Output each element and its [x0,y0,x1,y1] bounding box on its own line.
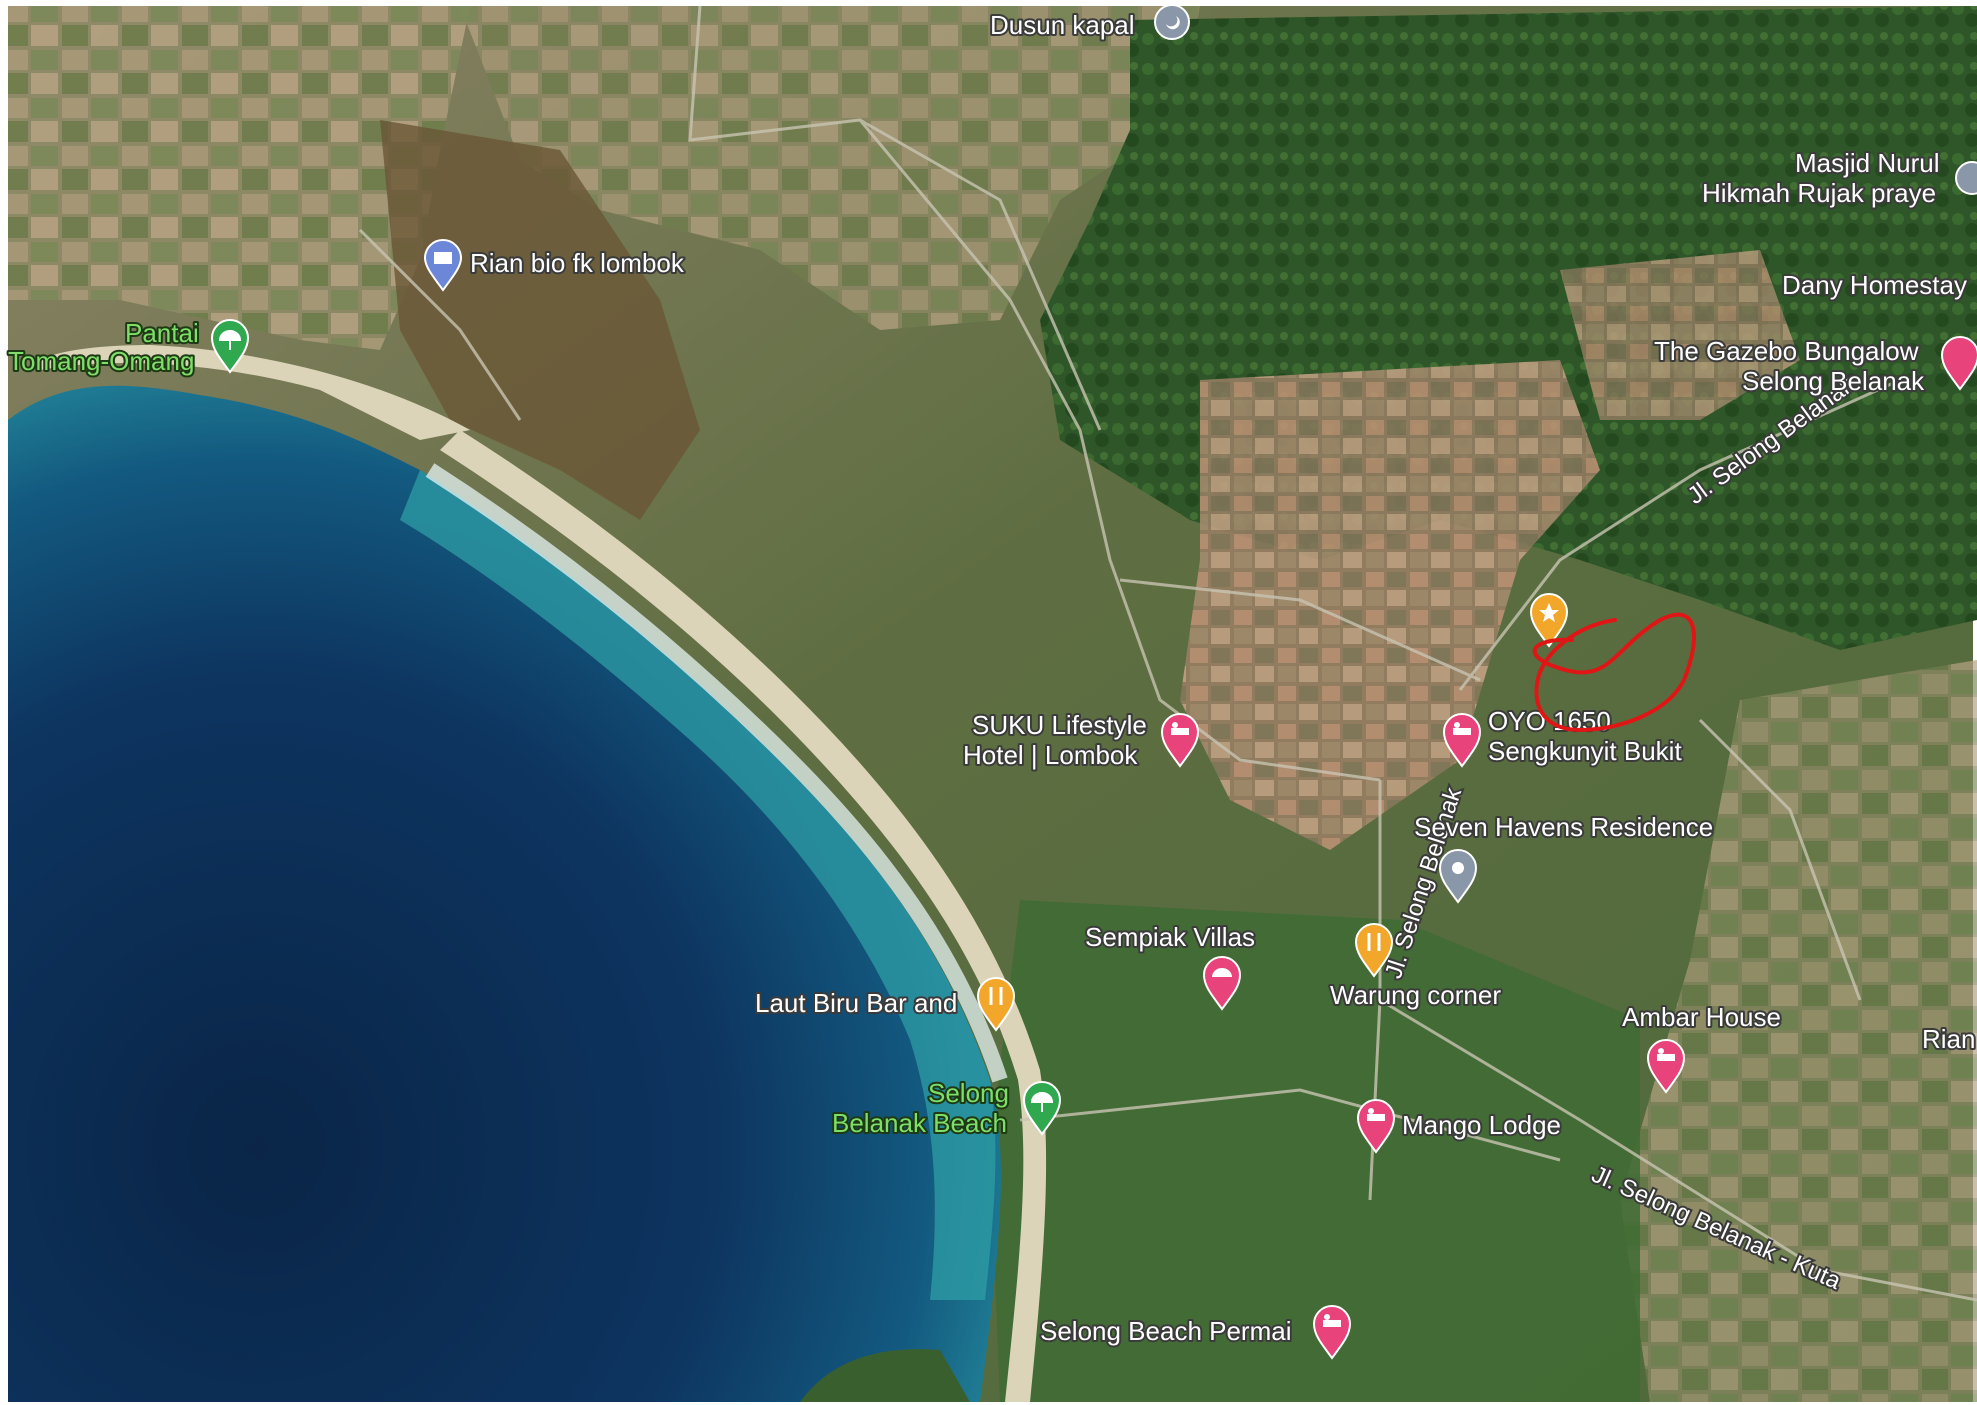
bed-icon [1646,1039,1686,1094]
poi-laut-biru[interactable]: Laut Biru Bar and [753,977,1016,1032]
bed-icon [1356,1099,1396,1154]
map-imagery [8,5,1977,1403]
poi-label: Sempiak Villas [1085,922,1255,952]
mosque-icon [1955,161,1977,195]
bed-icon [1442,713,1482,768]
poi-label: Warung corner [1330,980,1501,1010]
poi-label-line1: Masjid Nurul [1795,148,1940,178]
poi-label-line2: Hotel | Lombok [963,740,1138,770]
poi-label-line2: Sengkunyit Bukit [1488,736,1682,766]
fork-knife-icon [976,977,1016,1032]
mosque-icon [1154,4,1190,40]
poi-selong-belanak-beach[interactable]: Selong Belanak Beach [830,1076,1062,1140]
poi-sempiak-villas[interactable]: Sempiak Villas [1083,920,1257,1011]
poi-label: Dany Homestay [1782,270,1967,300]
poi-label-line1: Selong [928,1078,1009,1108]
poi-dusun-kapal[interactable]: Dusun kapal [988,4,1190,42]
poi-food-marker-north[interactable] [1529,593,1569,648]
beach-umbrella-icon [1202,956,1242,1011]
poi-dany-homestay[interactable]: Dany Homestay [1780,268,1969,302]
poi-suku-lifestyle[interactable]: SUKU Lifestyle Hotel | Lombok [961,708,1200,772]
star-icon [1529,593,1569,648]
bed-icon [1312,1305,1352,1360]
poi-pantai-tomang-omang[interactable]: Pantai Tomang-Omang [6,316,250,378]
poi-seven-havens[interactable]: Seven Havens Residence [1412,810,1715,904]
poi-label-line2: Tomang-Omang [8,346,194,376]
beach-umbrella-icon [1022,1081,1062,1136]
poi-label-line1: SUKU Lifestyle [972,710,1147,740]
beach-umbrella-icon [210,319,250,374]
fork-knife-icon [1354,923,1394,978]
poi-label: Rian [1922,1024,1975,1054]
poi-mango-lodge[interactable]: Mango Lodge [1356,1099,1563,1154]
poi-rian-edge[interactable]: Rian [1920,1022,1977,1056]
poi-label-line2: Hikmah Rujak praye [1702,178,1936,208]
atm-icon [423,239,463,292]
bed-icon [1940,336,1977,391]
poi-label: Seven Havens Residence [1414,812,1713,842]
poi-label: Selong Beach Permai [1040,1316,1291,1346]
poi-selong-beach-permai[interactable]: Selong Beach Permai [1038,1305,1352,1360]
poi-label: Ambar House [1622,1002,1781,1032]
poi-rian-bio[interactable]: Rian bio fk lombok [423,239,687,292]
poi-label: Dusun kapal [990,10,1135,40]
annotation-circle [1532,612,1696,733]
bed-icon [1160,713,1200,768]
poi-gazebo-bungalow[interactable]: The Gazebo Bungalow Selong Belanak [1652,334,1977,398]
poi-label: Rian bio fk lombok [470,248,685,278]
poi-label-line2: Selong Belanak [1742,366,1925,396]
poi-masjid-nurul[interactable]: Masjid Nurul Hikmah Rujak praye [1700,146,1977,210]
poi-warung-corner[interactable]: Warung corner [1328,923,1503,1012]
poi-label: Mango Lodge [1402,1110,1561,1140]
poi-label-line1: The Gazebo Bungalow [1654,336,1919,366]
location-dot-icon [1438,849,1478,904]
poi-label-line2: Belanak Beach [832,1108,1007,1138]
poi-label: Laut Biru Bar and [755,988,957,1018]
poi-label-line1: Pantai [125,318,199,348]
poi-ambar-house[interactable]: Ambar House [1620,1000,1783,1094]
